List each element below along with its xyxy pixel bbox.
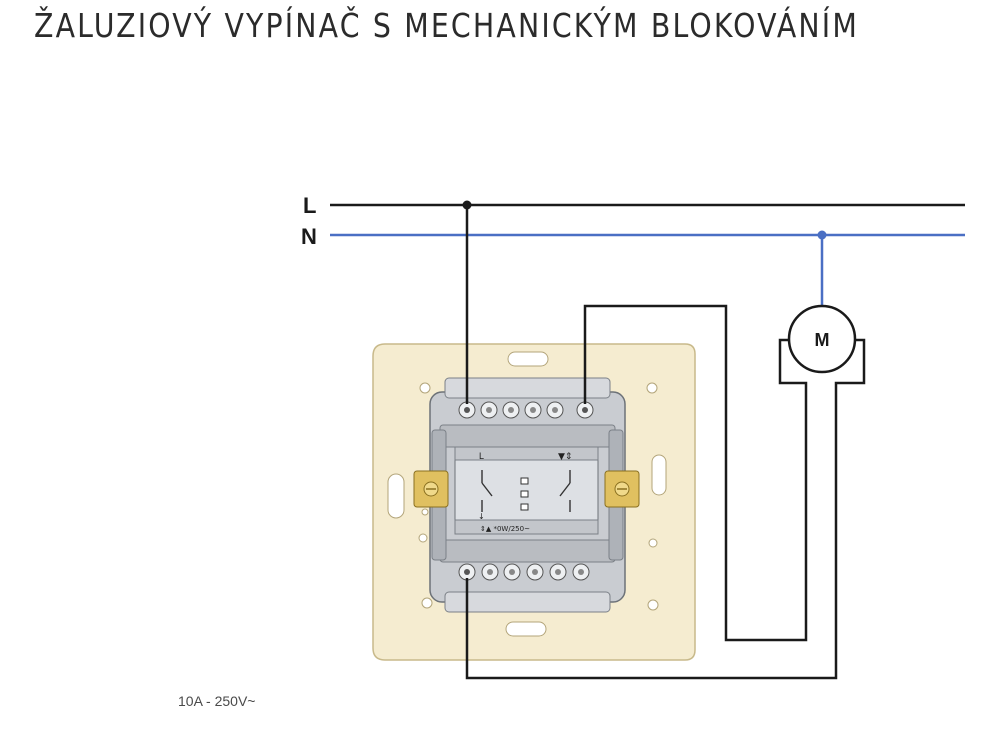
motor-label: M xyxy=(815,330,830,350)
claw-screw-left xyxy=(413,470,449,508)
line-label: L xyxy=(303,193,316,218)
svg-text:↓: ↓ xyxy=(478,512,485,521)
wire-up-output xyxy=(583,304,808,642)
terminal-row-bottom xyxy=(458,563,590,581)
motor: M xyxy=(787,304,857,374)
bottom-marking: ⇕▲ *0W/250~ xyxy=(480,525,530,533)
neutral-label: N xyxy=(301,224,317,249)
arrow-label: ▼⇕ xyxy=(558,452,572,462)
terminal-label: L xyxy=(479,451,484,461)
wire-down-output xyxy=(465,338,866,680)
claw-screw-right xyxy=(604,470,640,508)
page-title: ŽALUZIOVÝ VYPÍNAČ S MECHANICKÝM BLOKOVÁN… xyxy=(34,6,859,45)
switch-mechanism: L ▼⇕ ⇕▲ *0W/250~ ↓ xyxy=(429,377,626,613)
terminal-row-top xyxy=(458,401,594,419)
rating-label: 10A - 250V~ xyxy=(178,693,256,709)
